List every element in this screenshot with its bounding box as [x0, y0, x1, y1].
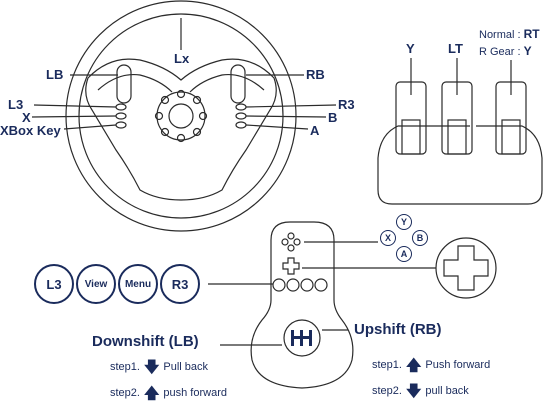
label-a: A	[310, 123, 320, 138]
button-view[interactable]: View	[76, 264, 116, 304]
label-lx: Lx	[174, 51, 190, 66]
shifter-knob	[283, 319, 321, 357]
upshift-step1-text: Push forward	[425, 359, 491, 371]
face-button-x[interactable]: X	[380, 230, 396, 246]
right-paddle	[230, 64, 246, 104]
label-lb: LB	[46, 67, 64, 82]
pedal-normal-value: RT	[523, 27, 540, 41]
upshift-step1: step1. 🡅 Push forward	[372, 358, 490, 373]
upshift-step2-text: pull back	[425, 385, 469, 397]
shifter-console	[208, 221, 436, 389]
shifter-icon	[291, 330, 312, 346]
arrow-down-icon: 🡇	[405, 383, 422, 400]
downshift-step2-text: push forward	[163, 387, 227, 399]
hub-outer	[156, 91, 206, 141]
pedal-set	[377, 58, 543, 205]
dpad-icon	[435, 237, 497, 299]
downshift-step1: step1. 🡇 Pull back	[110, 360, 208, 375]
face-button-y[interactable]: Y	[396, 214, 412, 230]
pedal-normal-label: Normal :	[479, 29, 521, 41]
downshift-step2-label: step2.	[110, 387, 140, 399]
pedal-rgear: R Gear : Y	[479, 45, 532, 58]
arrow-up-icon: 🡅	[405, 357, 422, 374]
button-menu[interactable]: Menu	[118, 264, 158, 304]
face-button-a[interactable]: A	[396, 246, 412, 262]
downshift-title: Downshift (LB)	[92, 333, 199, 350]
label-r3: R3	[338, 97, 355, 112]
pedal-label-middle: LT	[448, 41, 463, 56]
downshift-step1-label: step1.	[110, 361, 140, 373]
downshift-step1-text: Pull back	[163, 361, 209, 373]
pedal-normal: Normal : RT	[479, 28, 540, 41]
pedal-rgear-value: Y	[523, 44, 532, 58]
arrow-down-icon: 🡇	[143, 359, 160, 376]
face-button-b[interactable]: B	[412, 230, 428, 246]
label-x: X	[22, 110, 31, 125]
pedal-rgear-label: R Gear :	[479, 46, 521, 58]
label-l3: L3	[8, 97, 24, 112]
upshift-step2-label: step2.	[372, 385, 402, 397]
left-paddle	[116, 64, 132, 104]
label-rb: RB	[306, 67, 325, 82]
button-r3[interactable]: R3	[160, 264, 200, 304]
downshift-step2: step2. 🡅 push forward	[110, 386, 227, 401]
pedal-label-left: Y	[406, 41, 415, 56]
button-l3[interactable]: L3	[34, 264, 74, 304]
steering-wheel	[31, 0, 337, 232]
hub-inner	[168, 103, 194, 129]
upshift-step2: step2. 🡇 pull back	[372, 384, 469, 399]
label-xbox-key: XBox Key	[0, 123, 61, 138]
upshift-step1-label: step1.	[372, 359, 402, 371]
upshift-title: Upshift (RB)	[354, 321, 442, 338]
arrow-up-icon: 🡅	[143, 385, 160, 402]
label-b: B	[328, 110, 338, 125]
